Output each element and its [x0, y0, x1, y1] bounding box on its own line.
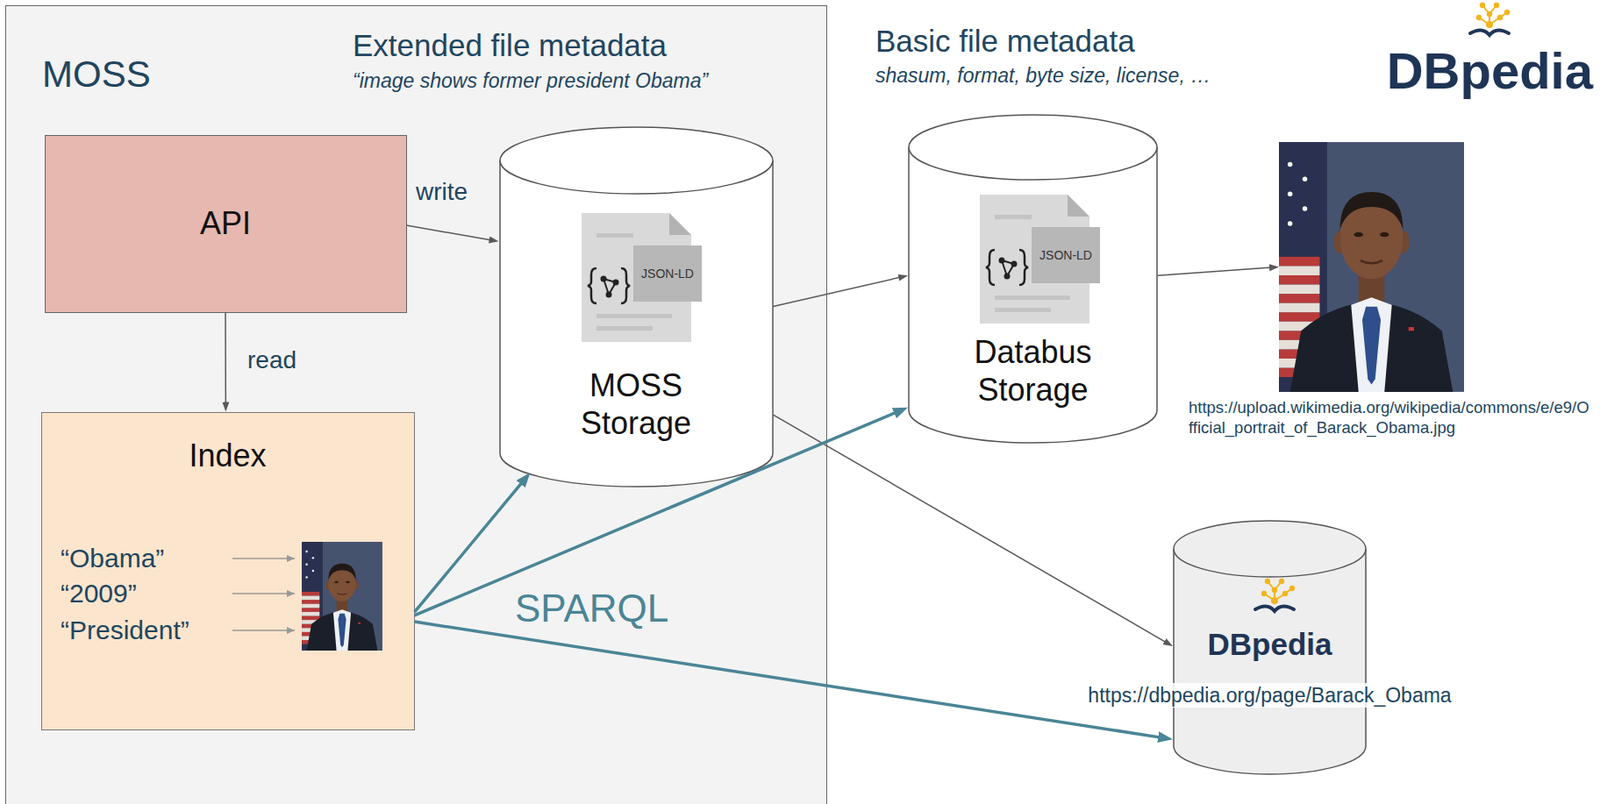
label-holder: JSON-LD	[1039, 248, 1093, 264]
portrait-photo	[1278, 142, 1465, 393]
connector-arrow	[773, 276, 905, 307]
connector-arrow	[773, 414, 1170, 644]
label-holder: read	[247, 345, 297, 376]
label-holder: Basic file metadata	[875, 22, 1136, 60]
section-subtitle: shasum, format, byte size, license, …	[875, 64, 1211, 89]
query-arrow	[414, 621, 1166, 739]
pointer-arrow	[232, 629, 295, 632]
box-label: API	[200, 205, 251, 243]
pointer-arrow	[232, 592, 295, 595]
connector-arrow	[1157, 267, 1275, 276]
cylinder-top	[500, 127, 773, 194]
panel-title: MOSS	[42, 52, 151, 97]
process-box: API	[44, 135, 408, 314]
connectors	[225, 225, 1275, 739]
cylinder-top	[908, 114, 1158, 180]
edge-label: read	[247, 345, 297, 376]
image-file: https://upload.wikimedia.org/wikipedia/c…	[1278, 142, 1465, 393]
label-holder: DBpedia	[1386, 40, 1593, 102]
resource-url: https://dbpedia.org/page/Barack_Obama	[1084, 683, 1455, 708]
protocol-label: SPARQL	[514, 585, 669, 633]
connector-arrow	[407, 225, 495, 241]
cylinder-body	[1173, 549, 1366, 775]
label-holder: JSON-LD	[641, 266, 694, 282]
dbpedia-logo-icon	[1255, 578, 1295, 612]
cylinder-top	[1173, 521, 1366, 578]
json-ld-file-icon	[979, 194, 1100, 324]
section-heading: Extended file metadata	[352, 27, 667, 65]
connector-arrow	[224, 313, 227, 408]
image-url: https://upload.wikimedia.org/wikipedia/c…	[1188, 397, 1593, 438]
index-thumbnail	[301, 542, 383, 651]
label-holder: shasum, format, byte size, license, …	[875, 64, 1211, 89]
index-pointers	[232, 558, 295, 631]
query-arrow	[414, 478, 526, 613]
storage-label: MOSS Storage	[552, 366, 720, 443]
label-holder: “President”	[60, 614, 190, 647]
label-holder: “Obama”	[60, 542, 165, 575]
logo-text: DBpedia	[1386, 40, 1593, 102]
box-label: Index	[188, 437, 266, 475]
label-holder: write	[415, 177, 468, 208]
storage-label: Databus Storage	[945, 333, 1122, 409]
dbpedia-logo-icon	[1470, 2, 1510, 36]
storage-cylinder: MOSS Storage	[499, 126, 774, 488]
storage-cylinder: Databus Storage	[907, 114, 1158, 444]
pointer-arrow	[232, 557, 295, 560]
label-holder: “image shows former president Obama”	[352, 69, 708, 94]
section-heading: Basic file metadata	[875, 22, 1136, 60]
index-term: “Obama”	[60, 542, 165, 575]
index-term: “President”	[60, 614, 190, 647]
logo-text: DBpedia	[1172, 626, 1367, 664]
index-term: “2009”	[60, 578, 137, 610]
knowledge-graph-cylinder: DBpediahttps://dbpedia.org/page/Barack_O…	[1172, 520, 1367, 776]
file-type-tag: JSON-LD	[1039, 248, 1093, 264]
cylinder-body	[908, 147, 1158, 443]
system-panel: MOSS API Index MOSS Storage	[5, 5, 828, 804]
label-holder: Extended file metadata	[352, 27, 667, 65]
section-subtitle: “image shows former president Obama”	[352, 69, 708, 94]
json-ld-file-icon	[581, 213, 702, 343]
edge-label: write	[415, 177, 468, 208]
query-arrow	[414, 410, 901, 616]
label-holder: SPARQL	[514, 585, 669, 633]
cylinder-body	[500, 160, 773, 487]
file-type-tag: JSON-LD	[641, 266, 694, 282]
label-holder: “2009”	[60, 578, 137, 610]
